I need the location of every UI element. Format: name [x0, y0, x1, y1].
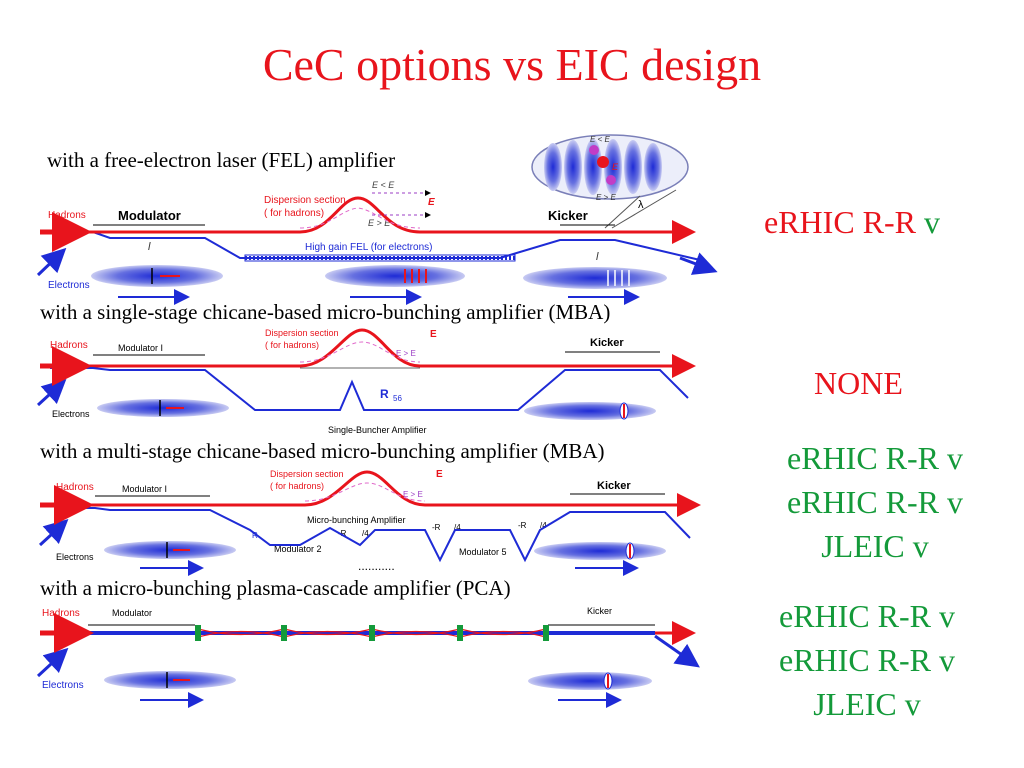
svg-text:/4: /4 — [454, 523, 461, 532]
fel-eh-label: E — [428, 197, 435, 208]
smba-modulator-label: Modulator I — [118, 343, 163, 353]
mmba-for-hadrons-label: ( for hadrons) — [270, 481, 324, 491]
mmba-micro-bunching-label: Micro-bunching Amplifier — [307, 515, 406, 525]
mmba-r56-label: R — [252, 531, 258, 540]
fel-chicane — [299, 196, 421, 234]
fel-inset — [531, 134, 689, 229]
mmba-dispersion-label: Dispersion section — [270, 469, 344, 479]
mmba-e-more-label: E > E — [403, 490, 423, 499]
fel-inset-eh: E — [612, 162, 619, 172]
fel-diagram: E < E E E > E λ Hadrons Modulator Kicker… — [36, 134, 718, 305]
mmba-r56-4a: -R — [338, 529, 347, 538]
smba-for-hadrons-label: ( for hadrons) — [265, 340, 319, 350]
single-mba-diagram: Hadrons Modulator I Kicker Dispersion se… — [36, 328, 696, 435]
mmba-kicker-label: Kicker — [597, 480, 631, 492]
caption-fel: with a free-electron laser (FEL) amplifi… — [47, 148, 396, 172]
fel-bunch-2 — [325, 265, 465, 287]
pca-diagram: Hadrons Modulator Kicker Electrons — [36, 606, 700, 708]
verdict-fel-text: eRHIC R-R — [764, 204, 916, 240]
svg-text:56: 56 — [393, 394, 402, 403]
pca-hadrons-label: Hadrons — [42, 608, 80, 619]
mmba-r56-4b: -R — [432, 523, 441, 532]
fel-electrons-label: Electrons — [48, 280, 90, 291]
mmba-modulator5-label: Modulator 5 — [459, 547, 507, 557]
mmba-r56-4c: -R — [518, 521, 527, 530]
smba-r56-label: R — [380, 387, 389, 401]
fel-bunch-3 — [523, 267, 667, 289]
fel-inset-e-more: E > E — [596, 193, 616, 202]
pca-modulator-label: Modulator — [112, 608, 152, 618]
verdict-multi-3: JLEIC v — [821, 528, 929, 564]
smba-hadrons-label: Hadrons — [50, 340, 88, 351]
mmba-modulator-label: Modulator I — [122, 484, 167, 494]
fel-fel-label: High gain FEL (for electrons) — [305, 242, 432, 253]
verdict-multi-1: eRHIC R-R v — [787, 440, 963, 476]
page-title: CeC options vs EIC design — [262, 39, 762, 90]
verdict-multi-2: eRHIC R-R v — [787, 484, 963, 520]
smba-eh-label: E — [430, 329, 437, 340]
mmba-modulator2-label: Modulator 2 — [274, 544, 322, 554]
pca-kicker-label: Kicker — [587, 606, 612, 616]
verdict-fel: eRHIC R-R v — [764, 204, 940, 241]
fel-inset-e-less: E < E — [590, 135, 610, 144]
caption-single-mba: with a single-stage chicane-based micro-… — [40, 300, 611, 324]
fel-dispersion-label: Dispersion section — [264, 195, 346, 206]
mmba-electron-path — [55, 507, 691, 563]
pca-electrons-label: Electrons — [42, 680, 84, 691]
verdict-fel-suffix: v — [916, 204, 940, 240]
fel-electron-path — [50, 231, 701, 261]
pca-magnets — [195, 625, 549, 641]
mmba-electrons-label: Electrons — [56, 552, 94, 562]
fel-bunch-1 — [91, 265, 223, 287]
mmba-dots: ........... — [358, 559, 395, 573]
smba-kicker-label: Kicker — [590, 337, 624, 349]
verdict-single-mba: NONE — [814, 365, 903, 401]
smba-single-buncher-label: Single-Buncher Amplifier — [328, 425, 427, 435]
fel-l1-label: l — [148, 241, 151, 253]
fel-hadrons-label: Hadrons — [48, 210, 86, 221]
mmba-hadrons-label: Hadrons — [56, 482, 94, 493]
smba-e-more-label: E > E — [396, 349, 416, 358]
fel-lambda: λ — [638, 199, 644, 211]
verdict-pca-3: JLEIC v — [813, 686, 921, 722]
smba-dispersion-label: Dispersion section — [265, 328, 339, 338]
fel-e-less-label: E < E — [372, 180, 395, 190]
multi-mba-diagram: Hadrons Modulator I Kicker Dispersion se… — [38, 469, 701, 576]
svg-text:/4: /4 — [540, 521, 547, 530]
caption-multi-mba: with a multi-stage chicane-based micro-b… — [40, 439, 605, 463]
svg-text:/4: /4 — [362, 529, 369, 538]
fel-l2-label: l — [596, 251, 599, 263]
fel-modulator-label: Modulator — [118, 208, 181, 223]
smba-electrons-label: Electrons — [52, 409, 90, 419]
caption-pca: with a micro-bunching plasma-cascade amp… — [40, 576, 511, 600]
fel-e-more-label: E > E — [368, 218, 391, 228]
smba-electron-path — [50, 367, 689, 411]
verdict-pca-1: eRHIC R-R v — [779, 598, 955, 634]
verdict-pca-2: eRHIC R-R v — [779, 642, 955, 678]
fel-for-hadrons-label: ( for hadrons) — [264, 208, 324, 219]
fel-kicker-label: Kicker — [548, 208, 588, 223]
mmba-eh-label: E — [436, 469, 443, 480]
